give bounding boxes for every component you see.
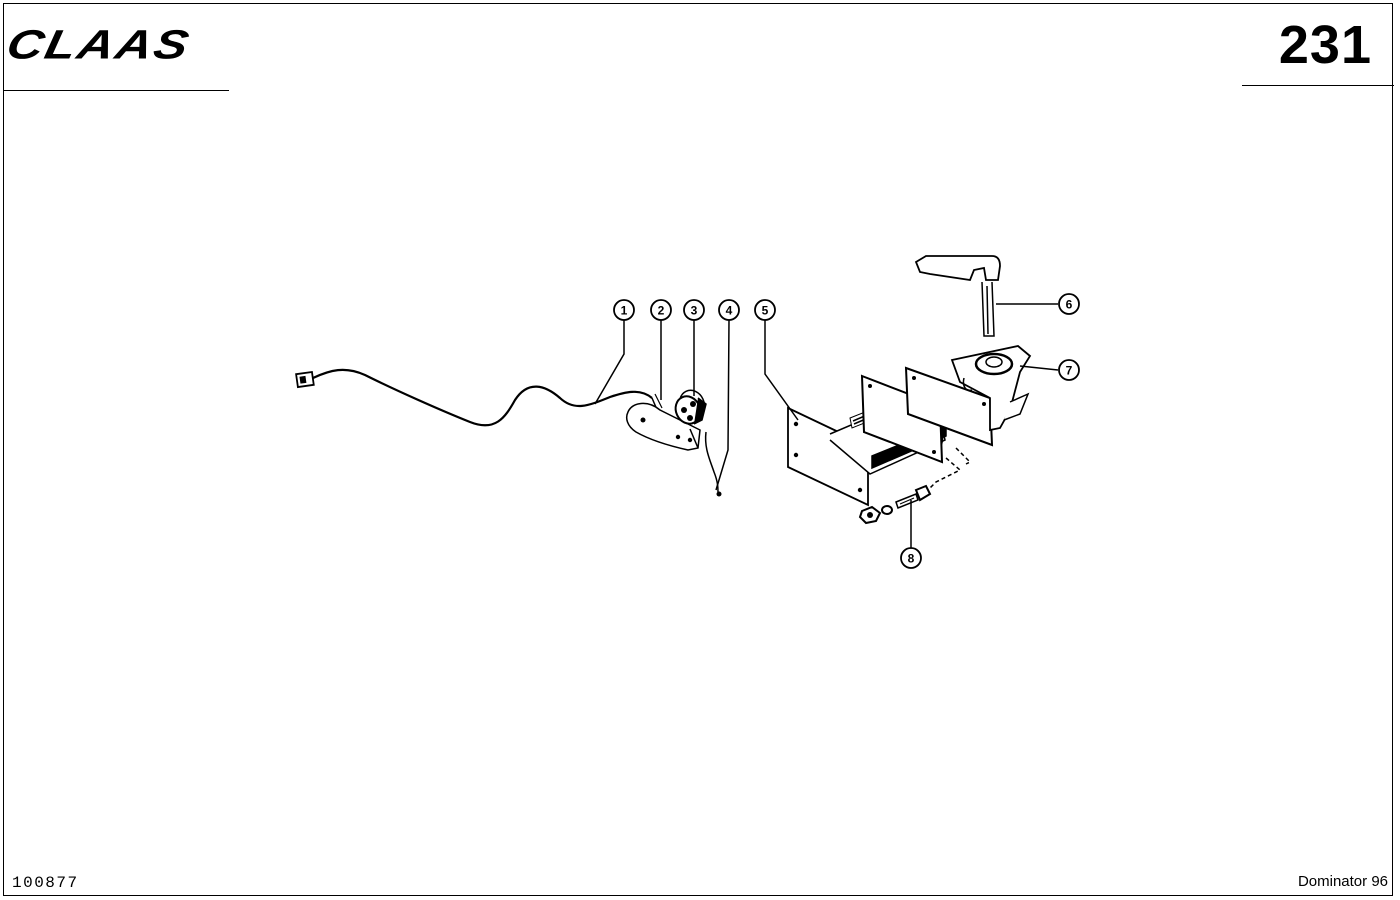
callout-label-3: 3 — [691, 304, 698, 318]
callout-1: 1 — [613, 299, 635, 321]
callout-3: 3 — [683, 299, 705, 321]
bolt-washer-nut-part — [858, 484, 932, 525]
callout-label-8: 8 — [908, 552, 915, 566]
page-number: 231 — [1278, 15, 1372, 75]
callout-6: 6 — [1058, 293, 1080, 315]
callout-4: 4 — [718, 299, 740, 321]
gasket-plates — [860, 366, 994, 465]
machine-model: Dominator 96 — [1297, 873, 1388, 890]
callout-8: 8 — [900, 547, 922, 569]
drawing-reference-number: 100877 — [12, 874, 79, 892]
page-frame — [3, 3, 1393, 896]
callout-2: 2 — [650, 299, 672, 321]
header-rule-right — [1242, 85, 1394, 86]
header-rule-left — [3, 90, 229, 91]
lever-part — [914, 255, 1001, 337]
callout-label-2: 2 — [658, 304, 665, 318]
callout-label-7: 7 — [1066, 364, 1073, 378]
housing-part — [950, 345, 1032, 432]
callout-label-1: 1 — [621, 304, 628, 318]
callout-5: 5 — [754, 299, 776, 321]
wire-terminal-part — [704, 431, 722, 497]
bracket-part — [625, 402, 701, 451]
callout-7: 7 — [1058, 359, 1080, 381]
cable-harness-part — [295, 368, 663, 427]
assembly-guide-line — [929, 457, 962, 489]
callout-label-6: 6 — [1066, 298, 1073, 312]
potentiometer-part — [674, 389, 707, 425]
callout-label-5: 5 — [762, 304, 769, 318]
leader-lines — [594, 303, 1059, 548]
callouts: 1 2 3 4 5 6 7 8 — [613, 293, 1080, 569]
callout-label-4: 4 — [726, 304, 733, 318]
